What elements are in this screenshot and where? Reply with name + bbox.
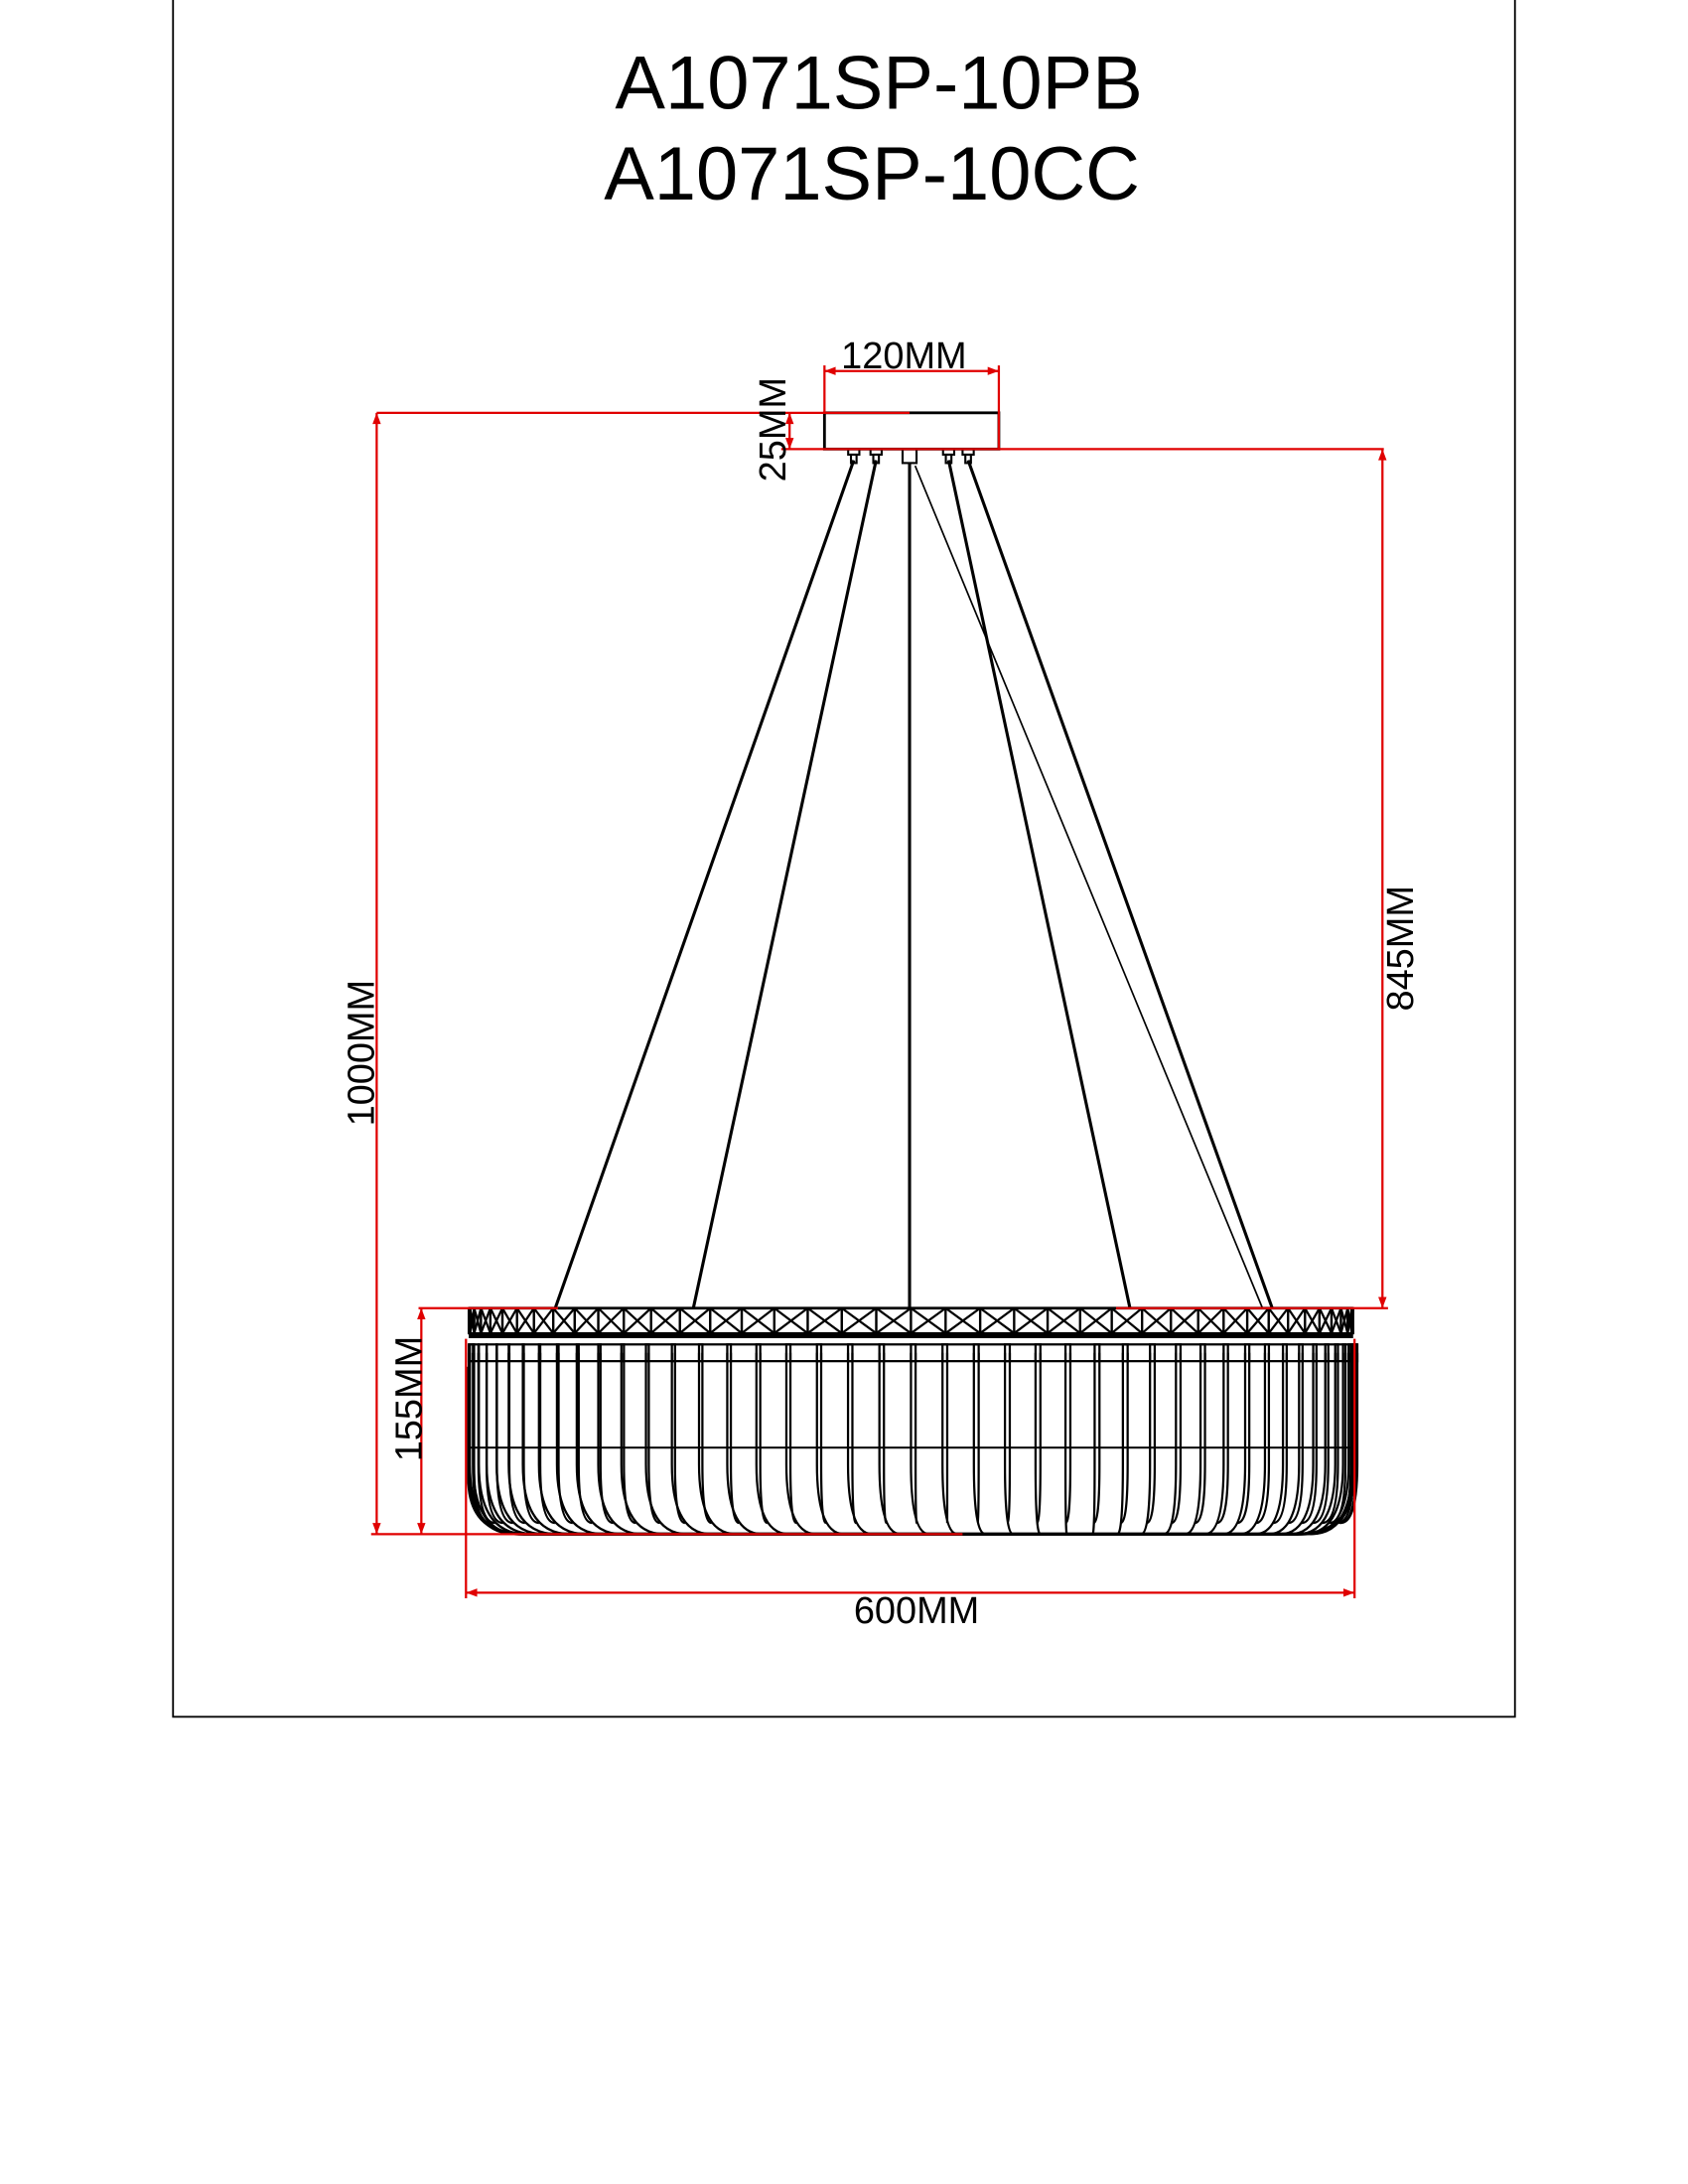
model-title-1: A1071SP-10PB bbox=[615, 42, 1142, 126]
dimension-arrows bbox=[372, 366, 1387, 1597]
canopy-fittings bbox=[847, 448, 975, 465]
sheet-frame bbox=[172, 0, 1516, 1718]
dim-shade-height: 155MM bbox=[388, 1336, 430, 1461]
dim-canopy-width: 120MM bbox=[841, 336, 966, 377]
dim-total-height: 1000MM bbox=[342, 980, 383, 1127]
canopy bbox=[822, 411, 1001, 451]
power-cord bbox=[914, 465, 1264, 1309]
crystal-band bbox=[467, 1306, 1354, 1338]
dimension-lines bbox=[370, 365, 1388, 1598]
suspension-cables bbox=[553, 460, 1274, 1309]
cord-gland bbox=[901, 448, 918, 465]
dim-canopy-height: 25MM bbox=[753, 377, 794, 481]
dim-cable-length: 845MM bbox=[1380, 886, 1422, 1011]
crystal-shade bbox=[467, 1306, 1359, 1537]
model-title-2: A1071SP-10CC bbox=[604, 132, 1140, 216]
dim-shade-diameter: 600MM bbox=[854, 1590, 979, 1632]
crystal-ribs bbox=[467, 1343, 1359, 1537]
